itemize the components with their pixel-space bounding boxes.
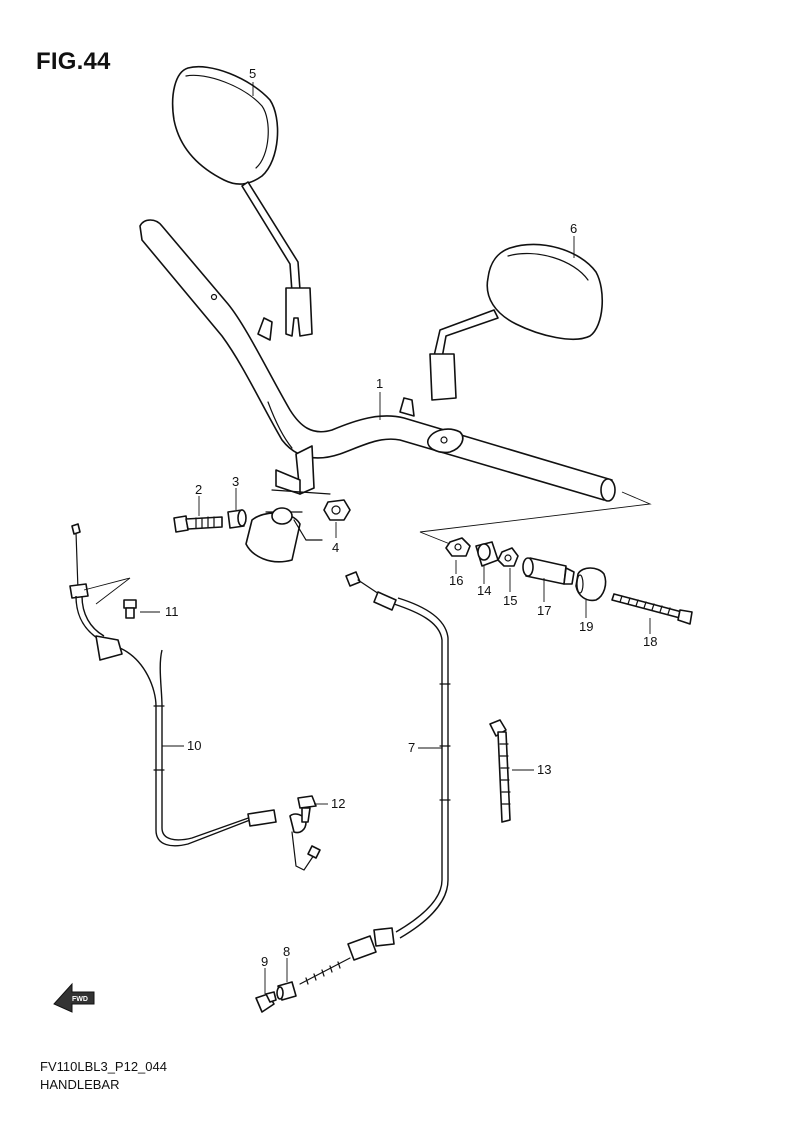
balancer-17 [522, 557, 575, 585]
cable-tie-13 [489, 719, 511, 823]
figure-title: FIG.44 [36, 48, 111, 75]
callout-1: 1 [376, 376, 383, 391]
nut-15 [497, 547, 519, 567]
callout-11: 11 [165, 604, 179, 619]
callout-12: 12 [331, 796, 345, 811]
figure-code: FV110LBL3_P12_044 [40, 1059, 167, 1074]
callout-15: 15 [503, 593, 517, 608]
nut-4 [323, 499, 351, 521]
callout-9: 9 [261, 954, 268, 969]
joint-pin-8 [276, 981, 297, 1001]
callout-13: 13 [537, 762, 551, 777]
nut-16 [445, 537, 471, 557]
figure-name: HANDLEBAR [40, 1077, 120, 1092]
rear-brake-cable-7 [299, 571, 451, 985]
callout-6: 6 [570, 221, 577, 236]
bolt-2 [173, 515, 223, 533]
collar-14 [475, 541, 499, 567]
callout-14: 14 [477, 583, 491, 598]
callout-3: 3 [232, 474, 239, 489]
callout-16: 16 [449, 573, 463, 588]
bolt-11 [83, 577, 137, 619]
assembly-alignment-lines [419, 491, 652, 545]
callout-numbers: 5 6 1 2 3 4 16 14 15 17 19 18 11 10 7 13… [165, 66, 657, 969]
handlebar [139, 219, 616, 563]
bolt-12 [297, 795, 317, 823]
spacer-3 [227, 509, 247, 529]
grip-end-19 [575, 567, 607, 602]
fwd-label: FWD [72, 996, 88, 1003]
callout-17: 17 [537, 603, 551, 618]
callout-4: 4 [332, 540, 339, 555]
callout-8: 8 [283, 944, 290, 959]
leader-lines [140, 82, 651, 994]
callout-5: 5 [249, 66, 256, 81]
forward-direction-arrow: FWD [53, 982, 95, 1013]
callout-18: 18 [643, 634, 657, 649]
right-mirror [429, 243, 604, 401]
front-brake-cable-10 [69, 523, 321, 871]
callout-7: 7 [408, 740, 415, 755]
screw-18 [611, 593, 693, 625]
callout-10: 10 [187, 738, 201, 753]
callout-2: 2 [195, 482, 202, 497]
bolt-9 [255, 991, 277, 1013]
left-mirror [171, 66, 313, 337]
callout-19: 19 [579, 619, 593, 634]
